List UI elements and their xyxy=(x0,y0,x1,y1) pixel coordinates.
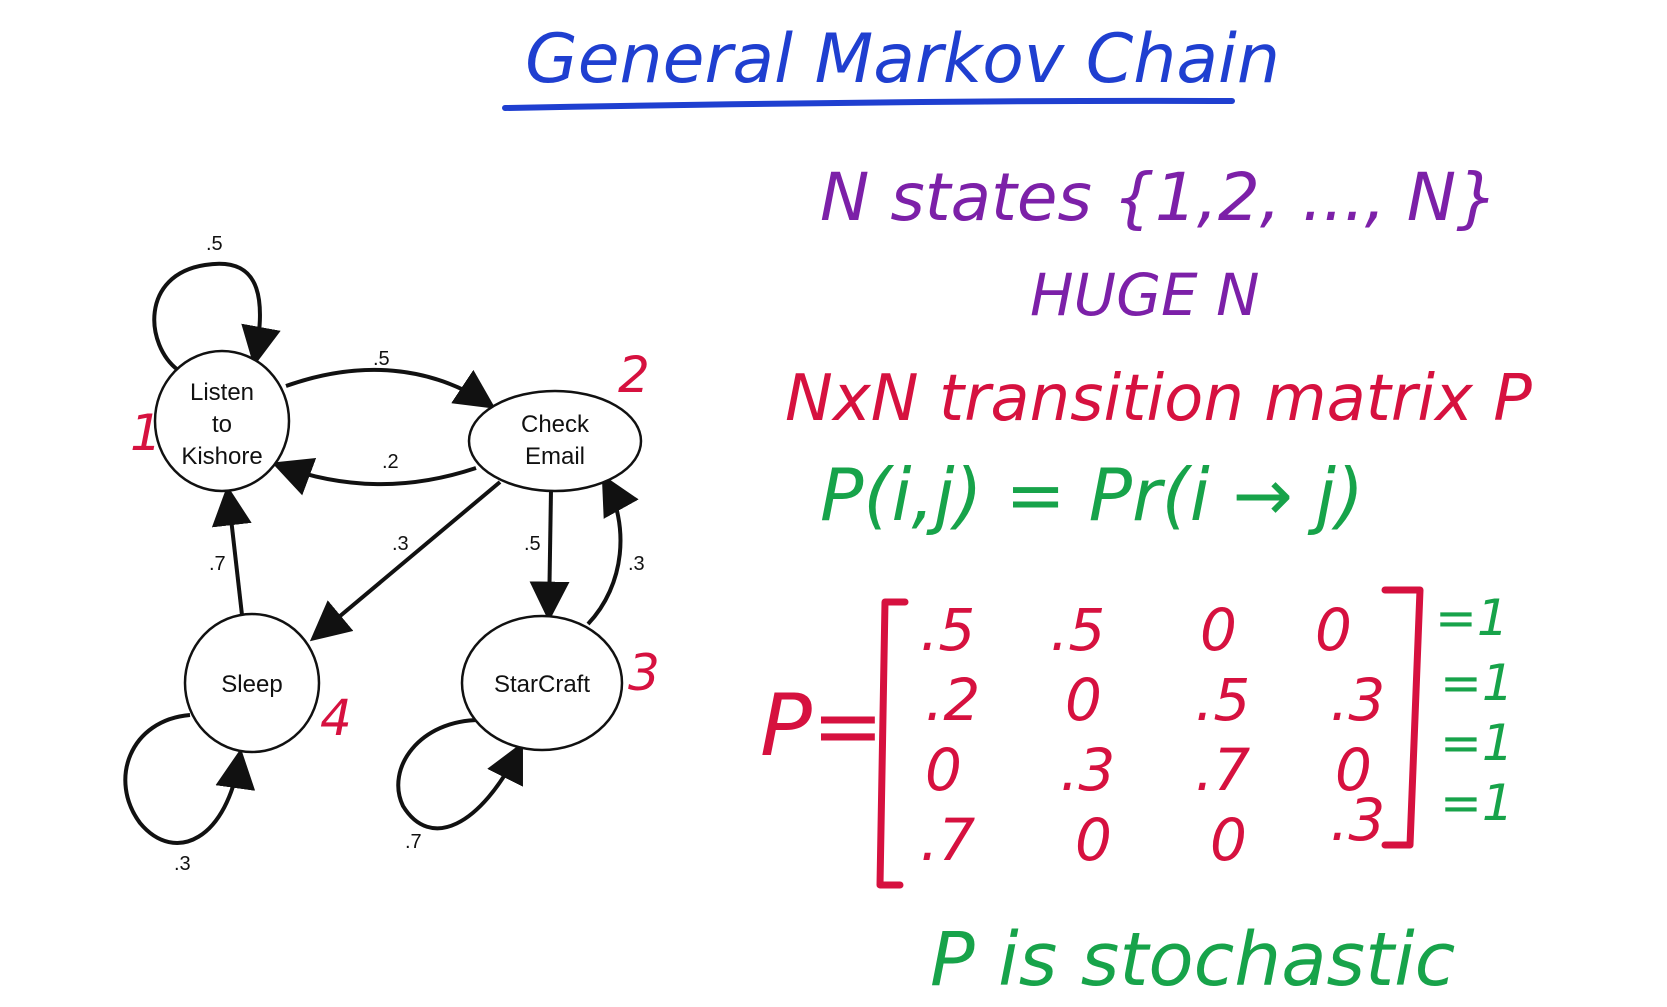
edge-label-listen-self: .5 xyxy=(206,233,223,255)
state-number-1: 1 xyxy=(130,404,162,462)
matrix-cell-1-1: .5 xyxy=(920,596,975,664)
row-sum-2: =1 xyxy=(1440,654,1514,712)
node-label-listen-line1: Listen xyxy=(190,379,254,406)
matrix-cell-1-3: 0 xyxy=(1200,596,1237,664)
node-label-check-line1: Check xyxy=(521,411,590,438)
edge-check-to-sleep xyxy=(309,480,502,642)
note-probability: P(i,j) = Pr(i → j) xyxy=(820,453,1364,537)
edge-check-to-listen xyxy=(271,457,477,496)
state-node-listen xyxy=(153,349,291,493)
matrix-cell-3-1: 0 xyxy=(925,736,962,804)
edge-listen-self xyxy=(152,261,281,372)
note-huge-n: HUGE N xyxy=(1030,261,1259,329)
node-label-sleep: Sleep xyxy=(221,671,282,698)
matrix-cell-3-4: 0 xyxy=(1335,736,1372,804)
state-number-4: 4 xyxy=(320,689,352,747)
edge-sleep-to-listen xyxy=(211,485,252,616)
matrix-cell-2-1: .2 xyxy=(925,666,980,734)
edge-label-sleep-to-listen: .7 xyxy=(209,553,226,575)
note-stochastic: P is stochastic xyxy=(930,917,1455,1003)
edge-label-check-to-sleep: .3 xyxy=(392,533,409,555)
state-number-3: 3 xyxy=(628,644,660,702)
matrix-cell-2-4: .3 xyxy=(1330,666,1385,734)
row-sum-4: =1 xyxy=(1440,774,1514,832)
matrix-cell-2-3: .5 xyxy=(1195,666,1250,734)
edge-starcraft-self xyxy=(396,718,523,831)
row-sums: =1 =1 =1 =1 xyxy=(1435,589,1514,832)
matrix-row-1: .5 .5 0 0 xyxy=(920,596,1352,664)
matrix-row-3: 0 .3 .7 0 xyxy=(925,736,1372,804)
row-sum-1: =1 xyxy=(1435,589,1509,647)
edge-starcraft-to-check xyxy=(586,474,639,626)
edge-check-to-starcraft xyxy=(529,489,570,622)
node-label-listen-line2: to xyxy=(212,411,232,438)
matrix-left-bracket xyxy=(876,598,909,889)
state-node-starcraft xyxy=(460,614,624,752)
matrix-cell-4-2: 0 xyxy=(1075,806,1112,874)
edge-label-sleep-self: .3 xyxy=(174,853,191,875)
page-title: General Markov Chain xyxy=(525,20,1280,99)
matrix-cell-2-2: 0 xyxy=(1065,666,1102,734)
note-transition-matrix: NxN transition matrix P xyxy=(785,362,1532,436)
edge-label-check-to-listen: .2 xyxy=(382,451,399,473)
node-label-starcraft: StarCraft xyxy=(494,671,590,698)
matrix-cell-4-3: 0 xyxy=(1210,806,1247,874)
matrix-row-4: .7 0 0 .3 xyxy=(920,786,1385,874)
state-number-2: 2 xyxy=(618,346,650,404)
node-label-check-line2: Email xyxy=(525,443,585,470)
edge-label-starcraft-self: .7 xyxy=(405,831,422,853)
edge-sleep-self xyxy=(123,713,256,845)
matrix-cell-3-2: .3 xyxy=(1060,736,1115,804)
note-states: N states {1,2, ..., N} xyxy=(820,159,1498,236)
row-sum-3: =1 xyxy=(1440,714,1514,772)
matrix-cell-1-2: .5 xyxy=(1050,596,1105,664)
state-node-sleep xyxy=(183,612,321,754)
edge-listen-to-check xyxy=(285,367,496,409)
markov-diagram: Listen to Kishore Check Email StarCraft … xyxy=(123,233,660,875)
matrix-cell-4-4: .3 xyxy=(1330,786,1385,854)
matrix-right-bracket xyxy=(1381,586,1424,849)
edge-label-starcraft-to-check: .3 xyxy=(628,553,645,575)
edge-label-listen-to-check: .5 xyxy=(373,348,390,370)
state-node-check-email xyxy=(467,389,643,493)
edge-label-check-to-starcraft: .5 xyxy=(524,533,541,555)
title-underline xyxy=(502,97,1235,111)
matrix-row-2: .2 0 .5 .3 xyxy=(925,666,1385,734)
matrix-cell-1-4: 0 xyxy=(1315,596,1352,664)
node-label-listen-line3: Kishore xyxy=(181,443,262,470)
matrix-cell-4-1: .7 xyxy=(920,806,975,874)
matrix-lhs: P= xyxy=(760,676,884,776)
matrix-cell-3-3: .7 xyxy=(1195,736,1250,804)
